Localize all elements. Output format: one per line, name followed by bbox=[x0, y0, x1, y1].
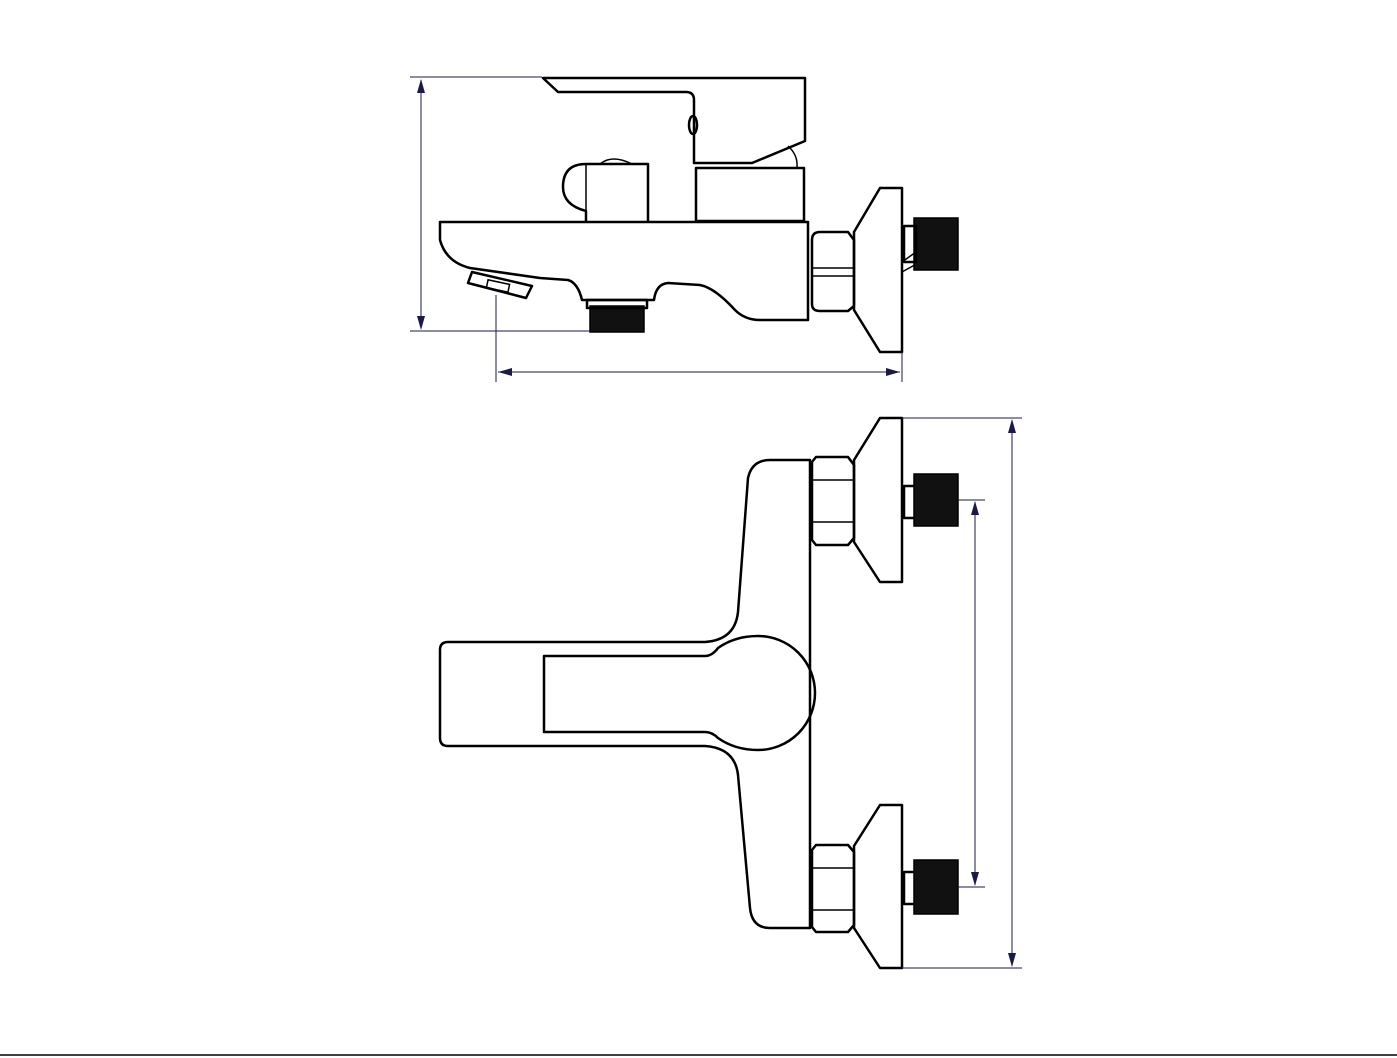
side-spout-body bbox=[438, 220, 810, 322]
side-view bbox=[410, 76, 959, 382]
side-handle-arc bbox=[787, 145, 798, 168]
top-upper-hex-nut bbox=[810, 455, 856, 547]
top-lower-inlet bbox=[810, 803, 959, 970]
top-lower-wall-plate bbox=[852, 803, 904, 970]
side-dim-height-arrow-bottom bbox=[417, 316, 425, 330]
side-bottom-nipple bbox=[585, 298, 649, 310]
side-diverter-top bbox=[599, 158, 633, 165]
top-dim-center-arrow-bottom bbox=[971, 872, 979, 886]
side-dim-proj-arrow-left bbox=[498, 368, 512, 376]
side-wall-plate bbox=[852, 186, 904, 354]
side-dim-proj-arrow-right bbox=[886, 368, 900, 376]
top-upper-thread bbox=[913, 473, 959, 527]
side-inlet-thread bbox=[913, 217, 959, 271]
top-dim-center-arrow-top bbox=[971, 501, 979, 515]
top-lower-thread bbox=[913, 859, 959, 915]
top-upper-wall-plate bbox=[852, 416, 904, 584]
top-view bbox=[438, 416, 1022, 970]
top-body-outline bbox=[438, 458, 812, 930]
top-dim-overall-arrow-top bbox=[1008, 419, 1016, 433]
side-inlet-collar bbox=[902, 224, 918, 264]
top-dim-overall-arrow-bottom bbox=[1008, 953, 1016, 967]
side-aerator-slot bbox=[485, 278, 511, 294]
side-handle-lever bbox=[541, 76, 807, 165]
side-bottom-thread bbox=[589, 305, 645, 333]
side-hex-nut bbox=[810, 230, 856, 313]
side-diverter-knob bbox=[561, 162, 650, 223]
top-upper-inlet bbox=[810, 416, 959, 584]
side-dim-height-arrow-top bbox=[417, 79, 425, 93]
top-lower-hex-nut bbox=[810, 843, 856, 934]
side-handle-pivot bbox=[687, 114, 699, 136]
side-cartridge-body bbox=[694, 166, 806, 223]
top-handle-lever bbox=[542, 634, 817, 752]
side-aerator bbox=[466, 270, 534, 300]
